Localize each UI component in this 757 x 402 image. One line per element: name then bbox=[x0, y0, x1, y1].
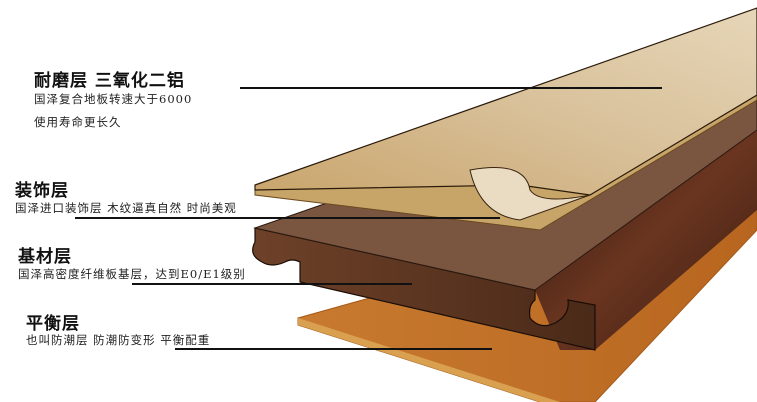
core-layer-title: 基材层 bbox=[18, 247, 72, 267]
core-layer-shape bbox=[252, 227, 596, 351]
core-layer-side bbox=[535, 130, 757, 350]
decor-layer-desc: 国泽进口装饰层 木纹逼真自然 时尚美观 bbox=[15, 201, 237, 215]
balance-layer-title: 平衡层 bbox=[26, 314, 80, 334]
wear-layer-shape bbox=[254, 7, 757, 221]
wear-layer-title: 耐磨层 三氧化二铝 bbox=[34, 71, 185, 91]
wear-layer-desc-1: 国泽复合地板转速大于6000 bbox=[34, 92, 193, 106]
decor-layer-title: 装饰层 bbox=[15, 181, 69, 201]
balance-layer-desc: 也叫防潮层 防潮防变形 平衡配重 bbox=[26, 333, 211, 347]
core-layer-desc: 国泽高密度纤维板基层，达到E0/E1级别 bbox=[18, 267, 246, 281]
wear-layer-desc-2: 使用寿命更长久 bbox=[34, 115, 122, 129]
